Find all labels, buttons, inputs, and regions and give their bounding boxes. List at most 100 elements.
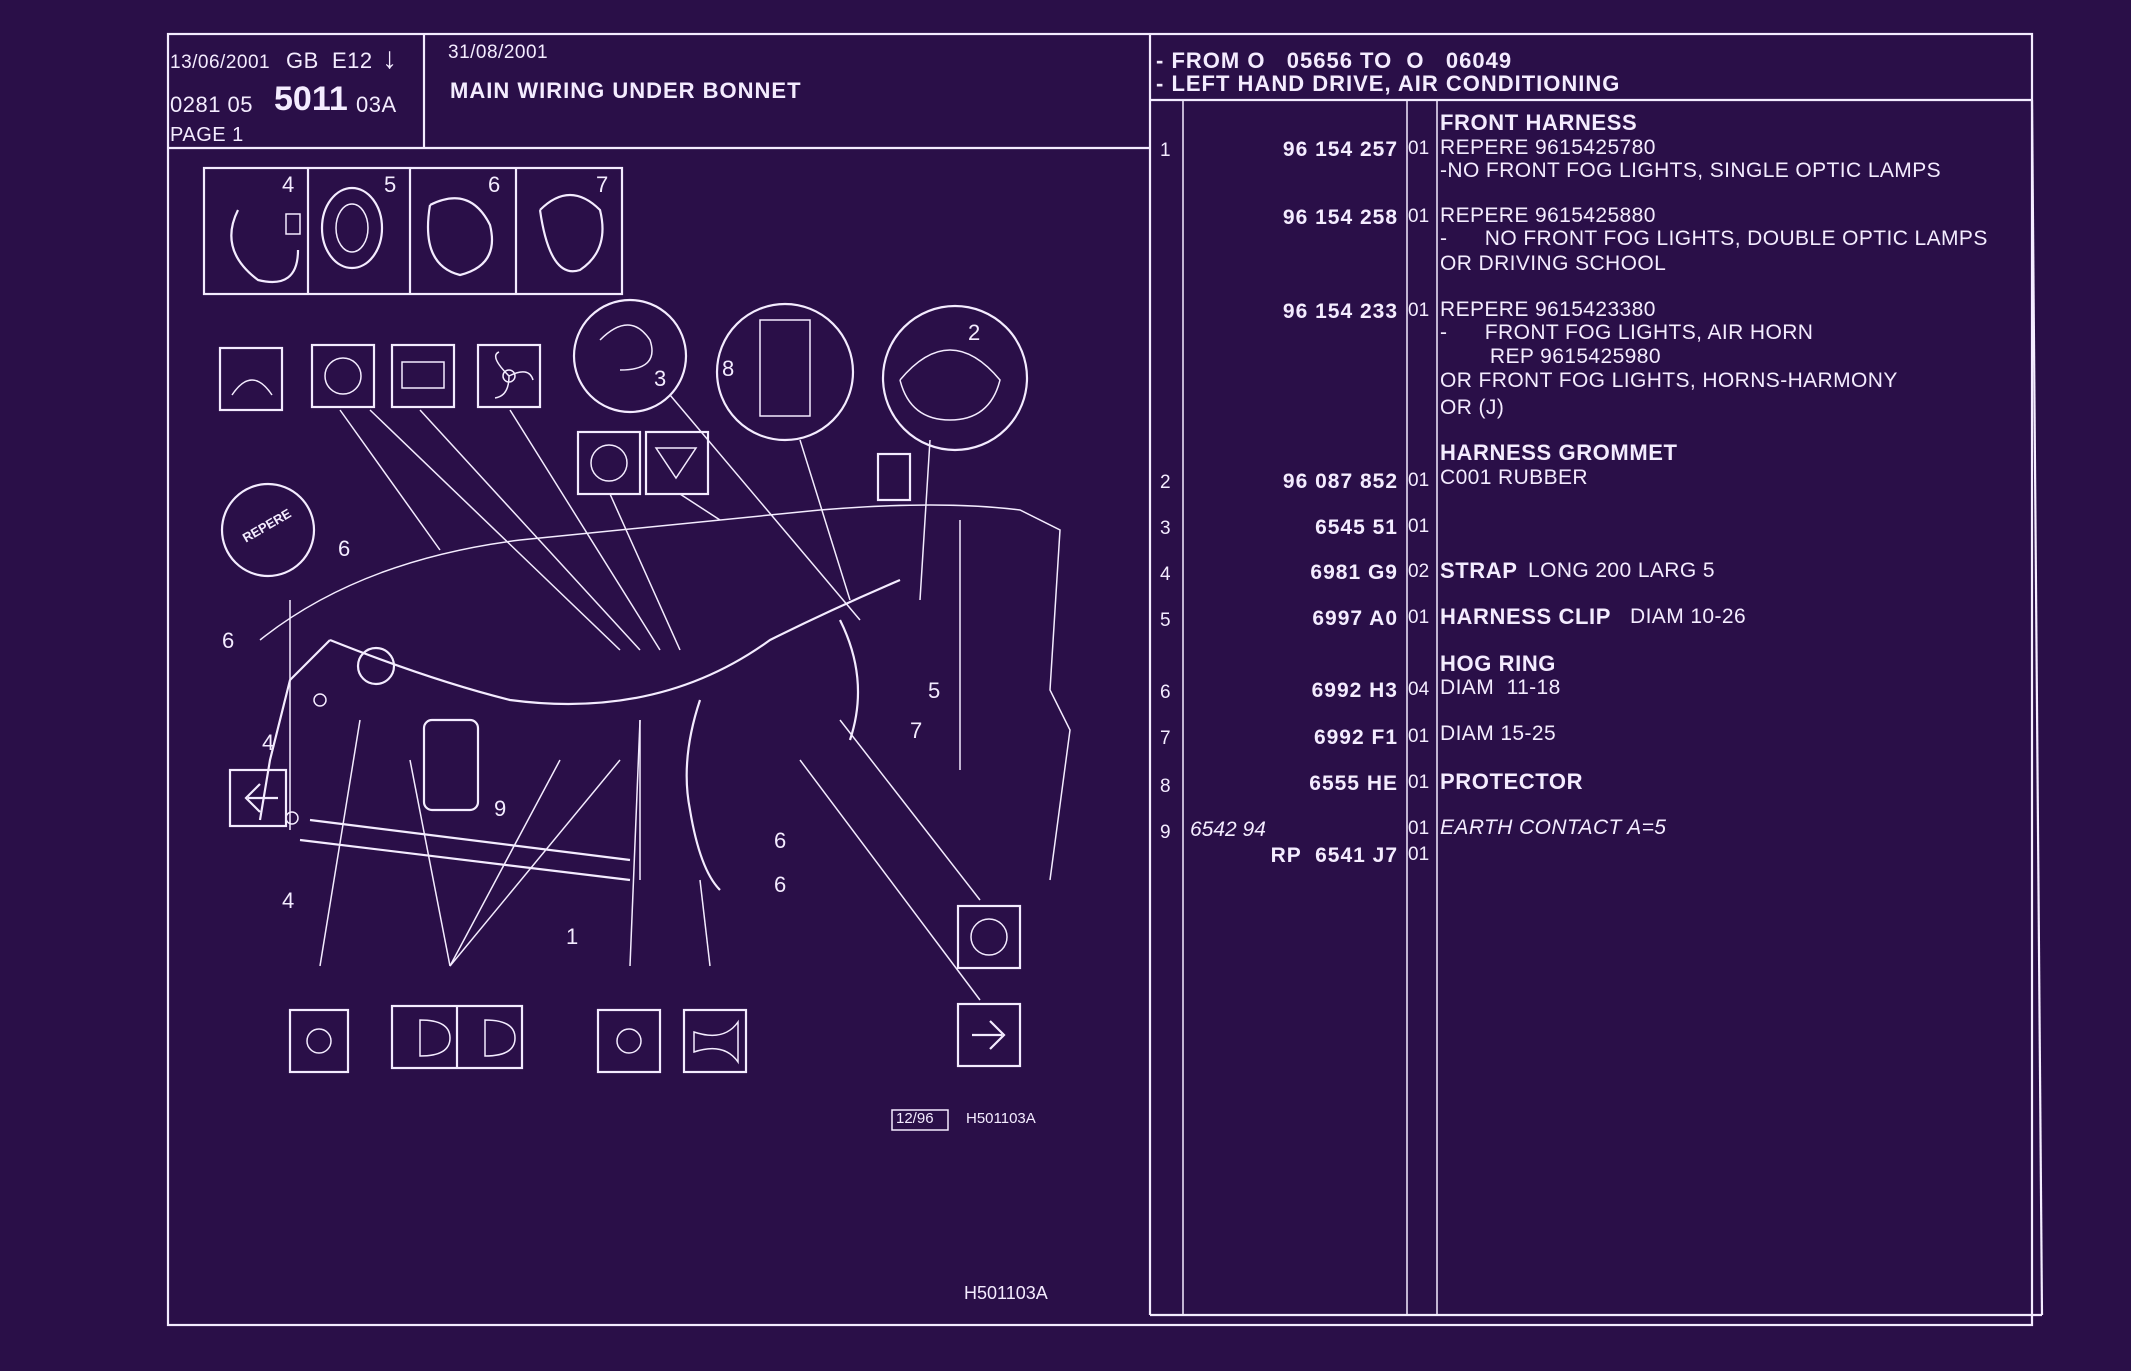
grommet-icon: [356, 646, 396, 686]
header-date: 13/06/2001: [170, 52, 271, 73]
part-number: 96 154 233: [1282, 300, 1398, 323]
harness-main-run: [329, 578, 901, 706]
callout-4-left: 4: [262, 730, 275, 755]
detail-circle-8: [715, 302, 855, 442]
relay-box-icon: [422, 718, 480, 812]
callout-4-bottom: 4: [282, 888, 295, 913]
callout-8: 8: [722, 356, 735, 381]
arrow-left-box-icon: [228, 768, 288, 828]
outer-frame: [166, 32, 2034, 1327]
part-desc-line: OR DRIVING SCHOOL: [1440, 252, 1667, 275]
header-ref-suffix: 03A: [356, 92, 397, 117]
part-number: 6555 HE: [1309, 772, 1398, 795]
part-desc-line: EARTH CONTACT A=5: [1440, 816, 1667, 839]
connector-top-icon: [876, 452, 912, 502]
hog-ring-2-icon: [538, 194, 604, 273]
part-desc-line: -NO FRONT FOG LIGHTS, SINGLE OPTIC LAMPS: [1440, 159, 1942, 182]
heading-harness-grommet: HARNESS GROMMET: [1440, 440, 1678, 465]
small-parts-panel: [202, 166, 624, 296]
battery-symbol-icon: [390, 343, 456, 409]
brake-2-symbol-icon: [956, 904, 1022, 970]
item-number: 9: [1160, 822, 1171, 843]
item-number: 7: [1160, 728, 1171, 749]
symbol-boxes-bottom: [288, 904, 1022, 1131]
part-desc-line: OR (J): [1440, 396, 1505, 419]
header-ref-number: 5011: [274, 80, 348, 118]
part-desc-line: C001 RUBBER: [1440, 466, 1588, 489]
arrow-right-box-icon: [956, 1002, 1022, 1068]
part-qty: 01: [1408, 300, 1430, 321]
item-number: 5: [1160, 610, 1171, 631]
drawing-reference: H501103A: [964, 1283, 1048, 1303]
part-number: 6992 H3: [1311, 679, 1398, 702]
callout-6-right: 6: [774, 828, 787, 853]
part-desc-line: REPERE 9615423380: [1440, 298, 1656, 321]
part-qty: 01: [1408, 844, 1430, 865]
part-qty: 01: [1408, 726, 1430, 747]
callout-5: 5: [384, 172, 397, 197]
part-desc-line: - FRONT FOG LIGHTS, AIR HORN: [1440, 321, 1814, 344]
item-number: 6: [1160, 682, 1171, 703]
header-lang: GB: [286, 48, 319, 73]
leader-lines: [319, 394, 981, 1001]
item-number: 8: [1160, 776, 1171, 797]
stamp-ref: H501103A: [966, 1110, 1036, 1127]
header-edition: E12: [332, 48, 373, 73]
brake-symbol-icon: [310, 343, 376, 409]
part-qty: 01: [1408, 138, 1430, 159]
callout-7: 7: [596, 172, 609, 197]
part-qty: 01: [1408, 206, 1430, 227]
part-number: 6545 51: [1315, 516, 1398, 539]
detail-circles: [220, 298, 1029, 578]
part-qty: 01: [1408, 607, 1430, 628]
part-number-italic: 6542 94: [1190, 818, 1266, 841]
stamp-date-box: [891, 1109, 949, 1131]
part-number: 6992 F1: [1313, 726, 1398, 749]
strap-icon: [230, 209, 300, 284]
gauge-symbol-icon: [576, 430, 642, 496]
part-qty: 01: [1408, 772, 1430, 793]
header-date-2: 31/08/2001: [448, 42, 549, 63]
callout-3: 3: [654, 366, 667, 391]
item-number: 2: [1160, 472, 1171, 493]
washer-symbol-icon: [644, 430, 710, 496]
repere-marker-circle: [220, 482, 316, 578]
part-number: 96 087 852: [1282, 470, 1398, 493]
part-number: RP 6541 J7: [1270, 844, 1398, 867]
callout-5-right: 5: [928, 678, 941, 703]
part-qty: 01: [1408, 818, 1430, 839]
fan-symbol-icon: [476, 343, 542, 409]
part-desc-line: OR FRONT FOG LIGHTS, HORNS-HARMONY: [1440, 369, 1898, 392]
header-page: PAGE 1: [170, 124, 244, 146]
right-edge: [2030, 99, 2044, 1316]
part-desc-line: - NO FRONT FOG LIGHTS, DOUBLE OPTIC LAMP…: [1440, 227, 1988, 250]
heading-hog-ring: HOG RING: [1440, 651, 1557, 676]
part-desc-line: DIAM 15-25: [1440, 722, 1557, 745]
part-qty: 04: [1408, 679, 1430, 700]
header-ref-prefix: 0281 05: [170, 92, 254, 117]
callout-6: 6: [488, 172, 501, 197]
detail-circle-2: [881, 304, 1029, 452]
heading-front-harness: FRONT HARNESS: [1440, 110, 1638, 135]
callout-6-far-left: 6: [222, 628, 235, 653]
fog-light-2-symbol-icon: [596, 1008, 662, 1074]
callout-2: 2: [968, 320, 981, 345]
page-title: MAIN WIRING UNDER BONNET: [450, 78, 802, 103]
fog-light-symbol-icon: [288, 1008, 350, 1074]
part-qty: 01: [1408, 470, 1430, 491]
callout-9: 9: [494, 796, 507, 821]
part-desc-line: DIAM 10-26: [1630, 605, 1747, 628]
condition-line-2: - LEFT HAND DRIVE, AIR CONDITIONING: [1156, 71, 1621, 96]
part-number: 96 154 258: [1282, 206, 1398, 229]
part-desc-line: LONG 200 LARG 5: [1528, 559, 1715, 582]
windscreen-wiper-symbol-icon: [218, 346, 284, 412]
part-number: 96 154 257: [1282, 138, 1398, 161]
part-number: 6981 G9: [1310, 561, 1398, 584]
part-name: PROTECTOR: [1440, 769, 1584, 794]
symbol-boxes-top: [218, 343, 710, 496]
horn-symbol-icon: [682, 1008, 748, 1074]
header-arrow-icon: ↓: [382, 42, 398, 75]
callout-6-right-2: 6: [774, 872, 787, 897]
detail-circle-3: [572, 298, 688, 414]
